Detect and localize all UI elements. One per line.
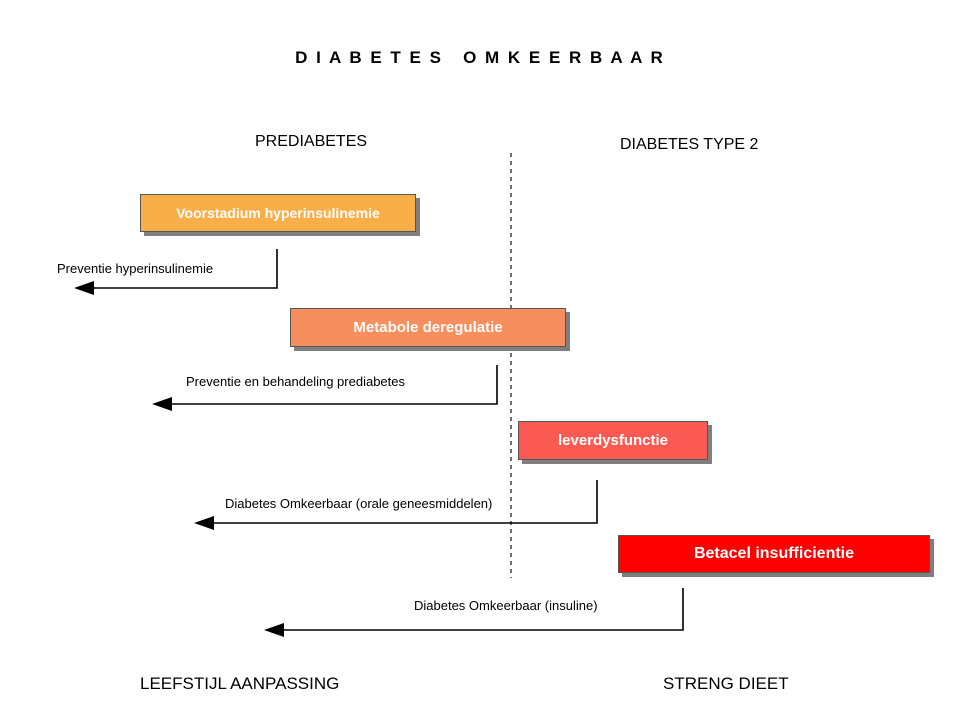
column-header-diabetes-type-2: DIABETES TYPE 2	[620, 136, 759, 153]
intervention-label-diabetes-omkeerbaar-oraal: Diabetes Omkeerbaar (orale geneesmiddele…	[225, 496, 493, 511]
intervention-label-diabetes-omkeerbaar-insuline: Diabetes Omkeerbaar (insuline)	[414, 598, 598, 613]
stage-label: Betacel insufficientie	[693, 545, 855, 562]
arrow-preventie-behandeling-prediabetes	[152, 365, 498, 411]
arrowhead-left-icon	[194, 516, 214, 530]
arrow-preventie-hyperinsulinemie	[74, 249, 278, 295]
arrow-line	[282, 588, 684, 631]
arrow-line	[212, 480, 598, 524]
stage-label: Metabole deregulatie	[353, 319, 503, 336]
stage-voorstadium-hyperinsulinemie: Voorstadium hyperinsulinemie	[140, 194, 416, 232]
column-header-prediabetes: PREDIABETES	[255, 133, 368, 150]
footer-leefstijl-aanpassing: LEEFSTIJL AANPASSING	[140, 674, 340, 693]
arrowhead-left-icon	[152, 397, 172, 411]
stage-label: leverdysfunctie	[557, 432, 669, 449]
stage-label: Voorstadium hyperinsulinemie	[176, 205, 380, 221]
intervention-label-preventie-behandeling-prediabetes: Preventie en behandeling prediabetes	[186, 374, 406, 389]
arrow-diabetes-omkeerbaar-insuline	[264, 588, 684, 637]
arrow-line	[170, 365, 498, 405]
arrow-diabetes-omkeerbaar-oraal	[194, 480, 598, 530]
stage-leverdysfunctie: leverdysfunctie	[518, 421, 708, 460]
intervention-label-preventie-hyperinsulinemie: Preventie hyperinsulinemie	[57, 261, 214, 276]
slide-title: D I A B E T E S O M K E E R B A A R	[295, 48, 665, 67]
arrow-line	[92, 249, 278, 289]
stage-betacel-insufficientie: Betacel insufficientie	[618, 535, 930, 573]
footer-streng-dieet: STRENG DIEET	[663, 674, 789, 693]
stage-metabole-deregulatie: Metabole deregulatie	[290, 308, 566, 347]
arrowhead-left-icon	[264, 623, 284, 637]
arrowhead-left-icon	[74, 281, 94, 295]
